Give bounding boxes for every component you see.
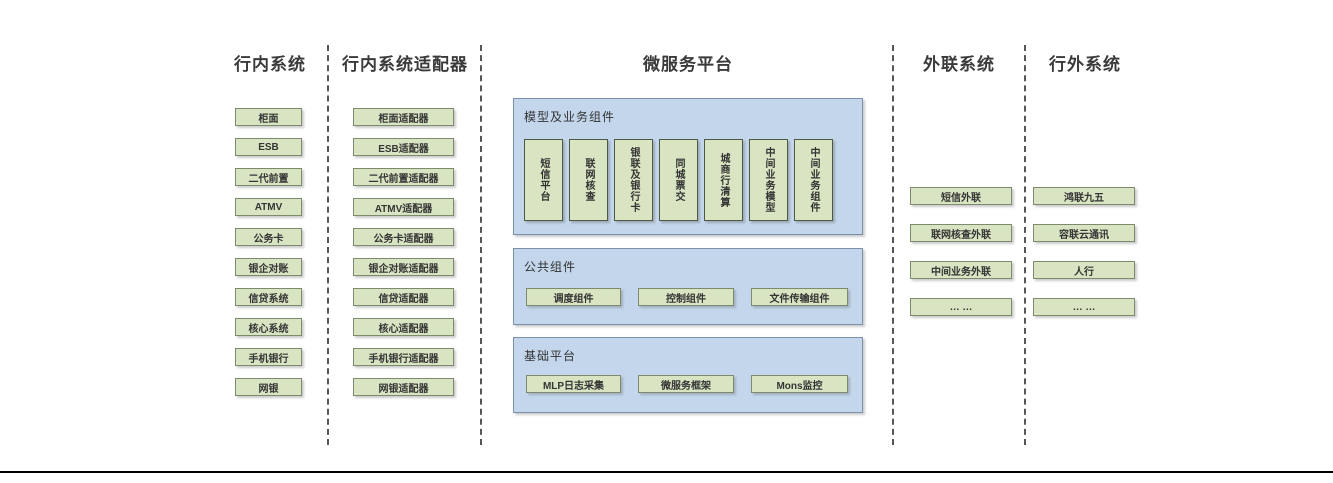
component-box: 调度组件	[526, 288, 621, 306]
external-box: … …	[1033, 298, 1135, 316]
column-separator	[480, 45, 482, 445]
system-box: ESB	[235, 138, 302, 156]
adapter-box: ESB适配器	[353, 138, 454, 156]
component-box: 银联及银行卡	[614, 139, 653, 221]
component-box: 城商行清算	[704, 139, 743, 221]
external-box: 人行	[1033, 261, 1135, 279]
system-box: ATMV	[235, 198, 302, 216]
component-box: MLP日志采集	[526, 375, 621, 393]
panel-title: 公共组件	[524, 260, 577, 274]
system-box: 核心系统	[235, 318, 302, 336]
adapter-box: 二代前置适配器	[353, 168, 454, 186]
outreach-box: 联网核查外联	[910, 224, 1012, 242]
panel-title: 基础平台	[524, 349, 577, 363]
adapter-box: ATMV适配器	[353, 198, 454, 216]
system-box: 公务卡	[235, 228, 302, 246]
adapter-box: 核心适配器	[353, 318, 454, 336]
outreach-box: 短信外联	[910, 187, 1012, 205]
external-box: 容联云通讯	[1033, 224, 1135, 242]
column-header-microservice-platform: 微服务平台	[643, 55, 733, 74]
panel-title: 模型及业务组件	[524, 110, 616, 124]
bottom-border-line	[0, 471, 1333, 473]
panel-base-platform: 基础平台 MLP日志采集 微服务框架 Mons监控	[513, 337, 863, 413]
adapter-box: 信贷适配器	[353, 288, 454, 306]
system-box: 网银	[235, 378, 302, 396]
adapter-box: 柜面适配器	[353, 108, 454, 126]
component-box: 同城票交	[659, 139, 698, 221]
system-box: 银企对账	[235, 258, 302, 276]
component-box: Mons监控	[751, 375, 848, 393]
component-box: 中间业务组件	[794, 139, 833, 221]
adapter-box: 手机银行适配器	[353, 348, 454, 366]
adapter-box: 银企对账适配器	[353, 258, 454, 276]
component-box: 微服务框架	[638, 375, 734, 393]
panel-model-business-components: 模型及业务组件 短信平台 联网核查 银联及银行卡 同城票交 城商行清算 中间业务…	[513, 98, 863, 235]
column-header-outreach-systems: 外联系统	[923, 55, 995, 74]
component-box: 控制组件	[638, 288, 734, 306]
column-separator	[1024, 45, 1026, 445]
outreach-box: … …	[910, 298, 1012, 316]
component-box: 短信平台	[524, 139, 563, 221]
column-header-external-systems: 行外系统	[1049, 55, 1121, 74]
outreach-box: 中间业务外联	[910, 261, 1012, 279]
system-box: 信贷系统	[235, 288, 302, 306]
component-box: 中间业务模型	[749, 139, 788, 221]
system-box: 手机银行	[235, 348, 302, 366]
column-header-internal-systems: 行内系统	[234, 55, 306, 74]
adapter-box: 网银适配器	[353, 378, 454, 396]
external-box: 鸿联九五	[1033, 187, 1135, 205]
system-box: 二代前置	[235, 168, 302, 186]
panel-common-components: 公共组件 调度组件 控制组件 文件传输组件	[513, 248, 863, 325]
column-separator	[892, 45, 894, 445]
component-box: 联网核查	[569, 139, 608, 221]
adapter-box: 公务卡适配器	[353, 228, 454, 246]
system-box: 柜面	[235, 108, 302, 126]
column-header-internal-adapters: 行内系统适配器	[342, 55, 468, 74]
component-box: 文件传输组件	[751, 288, 848, 306]
column-separator	[327, 45, 329, 445]
